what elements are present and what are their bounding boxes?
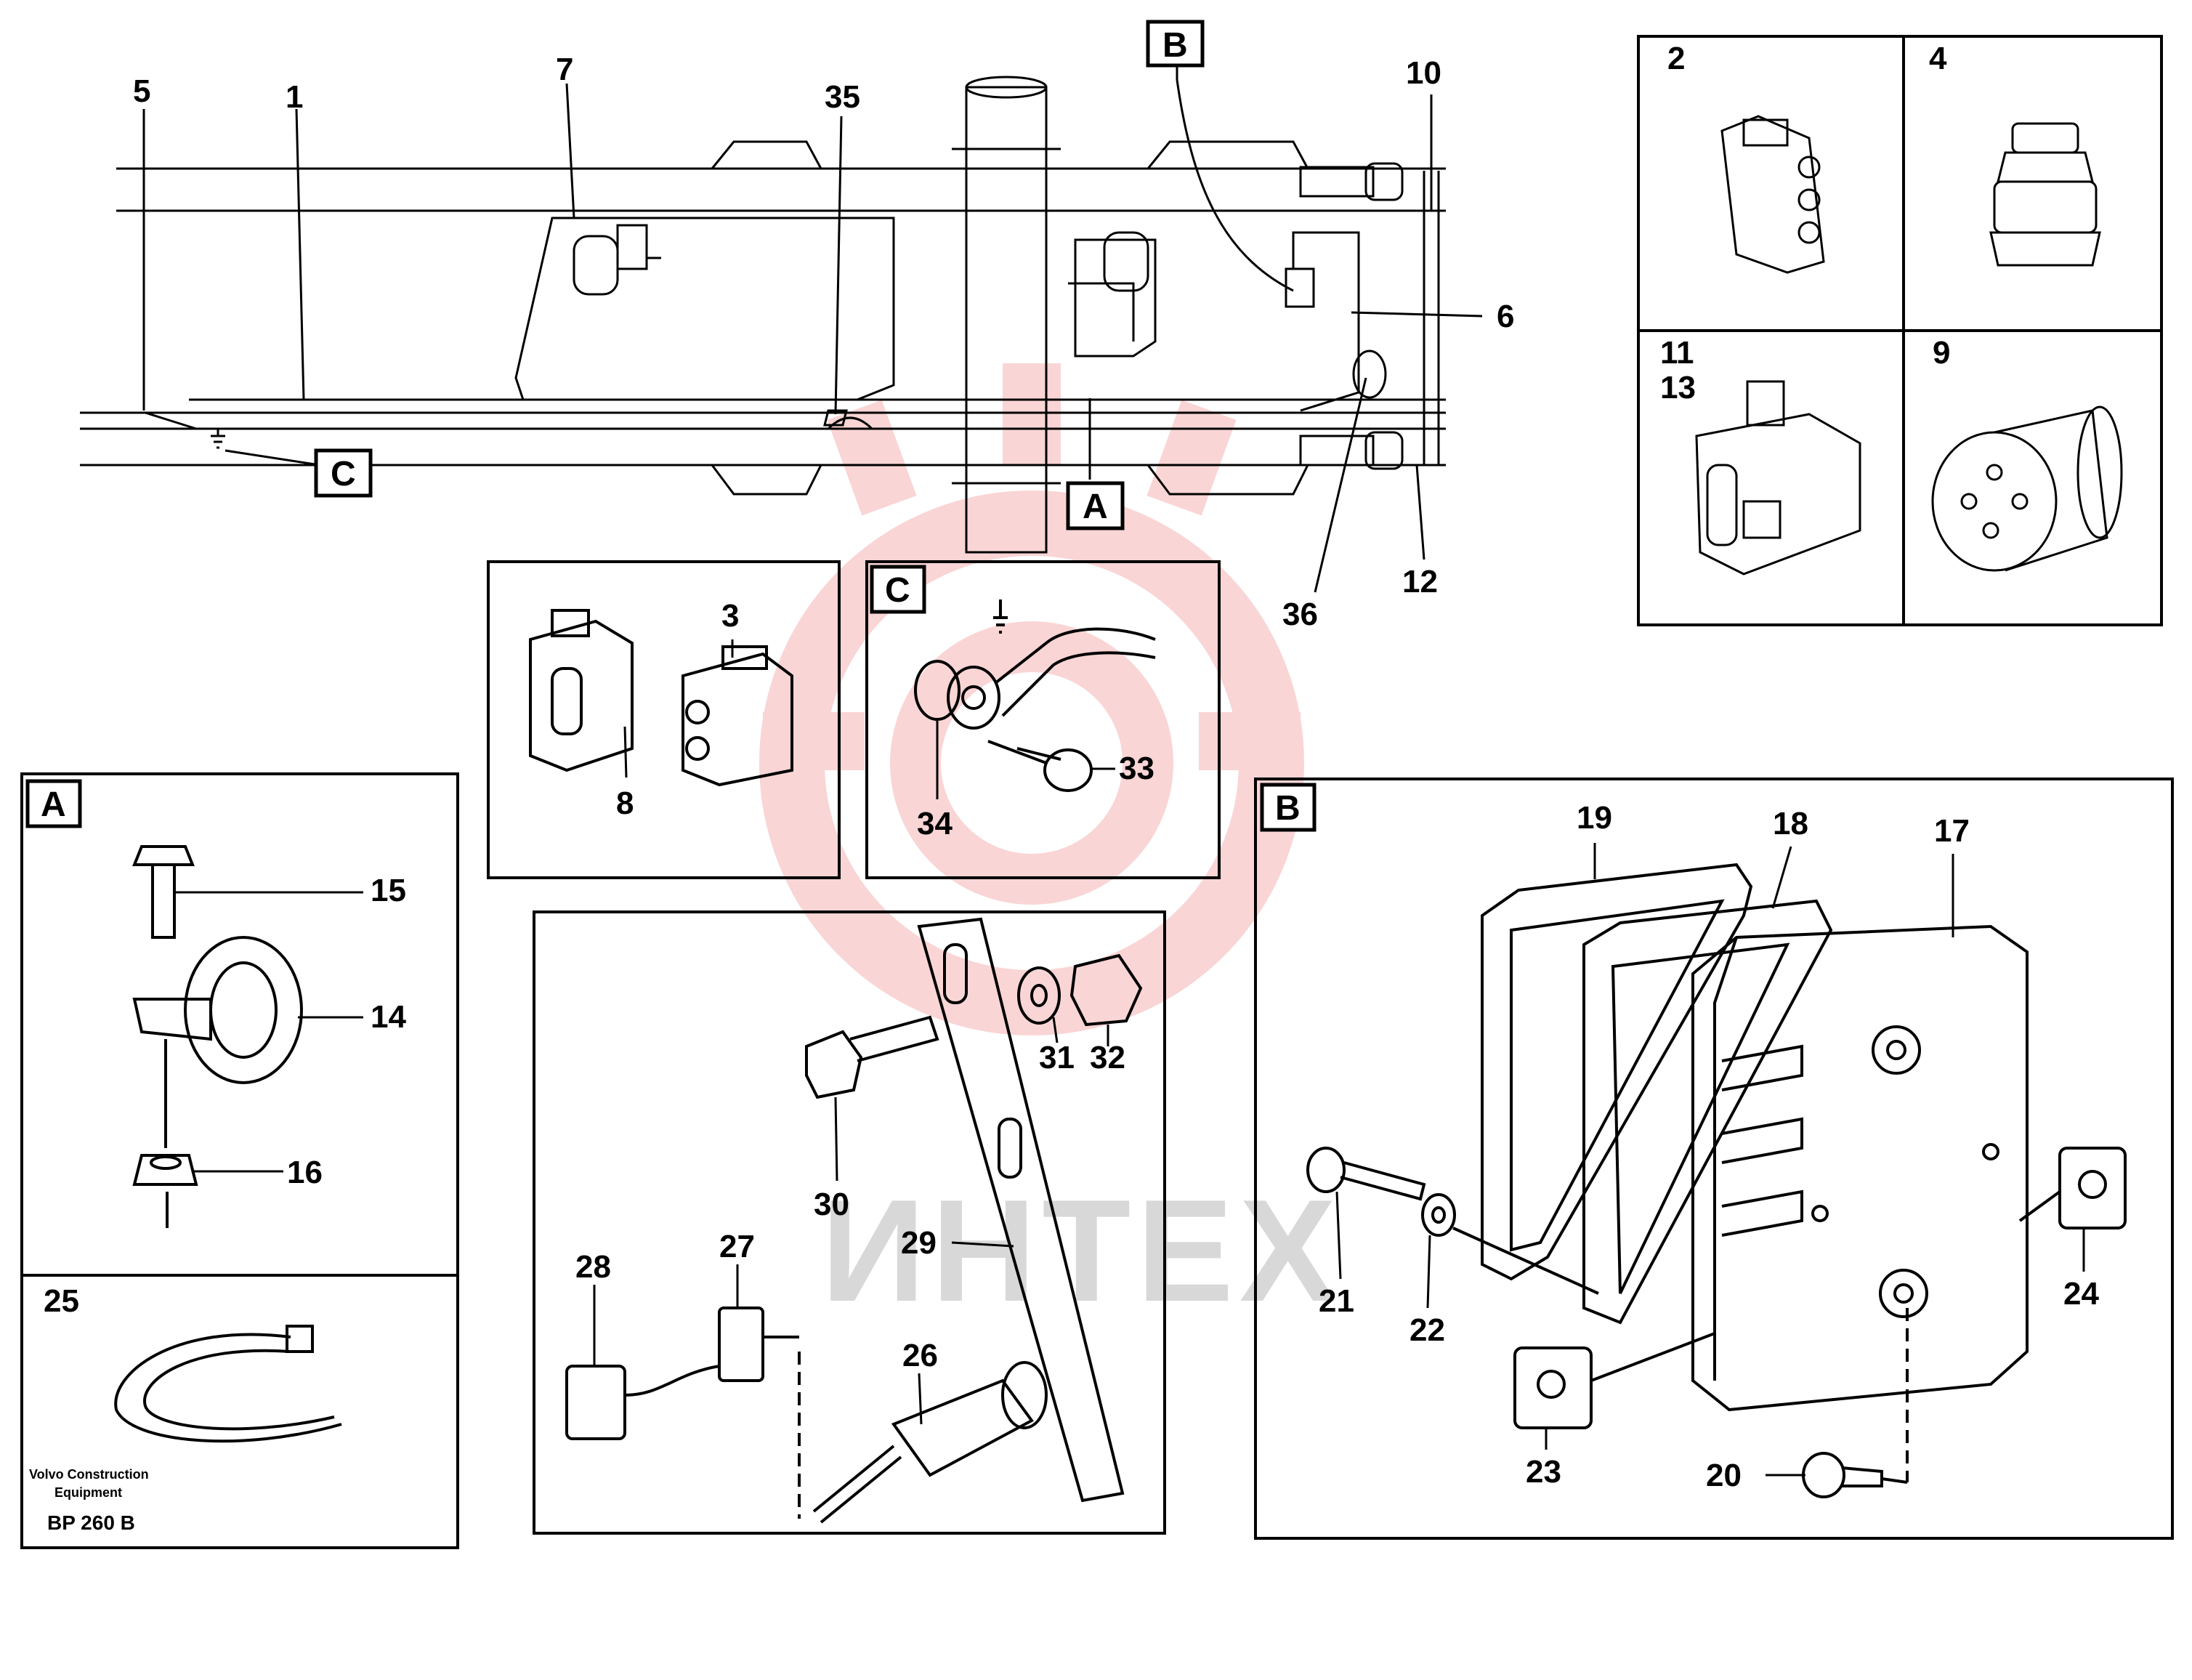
- ref-label-c-top: C: [331, 455, 356, 493]
- callout-8: 8: [616, 786, 634, 821]
- callout-20: 20: [1706, 1458, 1742, 1493]
- connector-11-drawing: [1695, 380, 1861, 576]
- callout-21: 21: [1319, 1283, 1354, 1319]
- ref-box-c-detail: C: [870, 565, 926, 614]
- callout-36: 36: [1282, 597, 1318, 632]
- leader-31: [1052, 1017, 1059, 1043]
- callout-28: 28: [575, 1249, 611, 1285]
- callout-12: 12: [1402, 564, 1438, 599]
- frame-assembly: [80, 76, 1446, 554]
- callout-26: 26: [902, 1338, 938, 1373]
- detail-a-box: [20, 772, 459, 1549]
- callout-34: 34: [917, 806, 953, 841]
- callout-14: 14: [371, 999, 406, 1035]
- ref-box-b-detail: B: [1260, 783, 1317, 832]
- callout-22: 22: [1410, 1312, 1445, 1348]
- ref-box-a-detail: A: [25, 779, 82, 828]
- callout-15: 15: [371, 873, 406, 908]
- maker-line-2: Equipment: [54, 1485, 122, 1500]
- ref-box-c-top: C: [314, 448, 373, 498]
- maker-line-1: Volvo Construction: [29, 1467, 149, 1482]
- callout-11: 11: [1660, 335, 1694, 371]
- callout-1: 1: [286, 79, 303, 115]
- leader-18: [1771, 846, 1792, 909]
- callout-25: 25: [44, 1283, 79, 1319]
- callout-29: 29: [901, 1225, 937, 1261]
- leader-lines-top: [142, 65, 1483, 593]
- callout-2: 2: [1667, 41, 1685, 76]
- connector-2-drawing: [1720, 115, 1825, 274]
- detail-b-box: [1254, 778, 2174, 1540]
- callout-4: 4: [1929, 41, 1947, 76]
- ref-label-c-detail: C: [885, 571, 910, 610]
- connector-9-drawing: [1931, 405, 2123, 572]
- callout-19: 19: [1577, 800, 1612, 836]
- ref-label-b-detail: B: [1275, 789, 1301, 828]
- callout-16: 16: [287, 1155, 323, 1190]
- callout-31: 31: [1039, 1040, 1075, 1075]
- callout-23: 23: [1526, 1454, 1561, 1490]
- callout-35: 35: [825, 79, 860, 115]
- callout-10: 10: [1406, 55, 1441, 91]
- leader-26: [918, 1373, 923, 1425]
- watermark-text: ИНТЕХ: [821, 1170, 1342, 1332]
- sensor-assembly-box: [533, 910, 1166, 1535]
- connector-4-drawing: [1989, 122, 2101, 267]
- ref-box-b-top: B: [1146, 20, 1205, 68]
- leader-29: [951, 1241, 1014, 1248]
- ref-label-a-detail: A: [41, 786, 66, 824]
- detail-c-box: [865, 560, 1221, 879]
- callout-32: 32: [1090, 1040, 1125, 1075]
- callout-9: 9: [1933, 335, 1950, 371]
- connector-grid: [1637, 35, 2163, 626]
- callout-17: 17: [1934, 813, 1970, 849]
- leader-8: [623, 726, 628, 778]
- callout-30: 30: [814, 1187, 849, 1222]
- connector-pair-box: [487, 560, 841, 879]
- callout-27: 27: [719, 1229, 755, 1264]
- ref-label-b-top: B: [1162, 26, 1188, 65]
- callout-3: 3: [721, 598, 739, 634]
- callout-7: 7: [556, 52, 573, 87]
- ref-label-a-top: A: [1083, 488, 1108, 526]
- callout-33: 33: [1119, 751, 1154, 786]
- callout-24: 24: [2063, 1276, 2099, 1312]
- ref-box-a-top: A: [1066, 481, 1125, 530]
- callout-5: 5: [133, 73, 150, 109]
- leader-21: [1335, 1191, 1342, 1280]
- callout-6: 6: [1497, 299, 1514, 334]
- leader-30: [834, 1097, 838, 1182]
- callout-13: 13: [1660, 370, 1696, 405]
- callout-18: 18: [1773, 806, 1808, 841]
- drawing-code: BP 260 B: [47, 1511, 135, 1534]
- leader-22: [1426, 1235, 1431, 1309]
